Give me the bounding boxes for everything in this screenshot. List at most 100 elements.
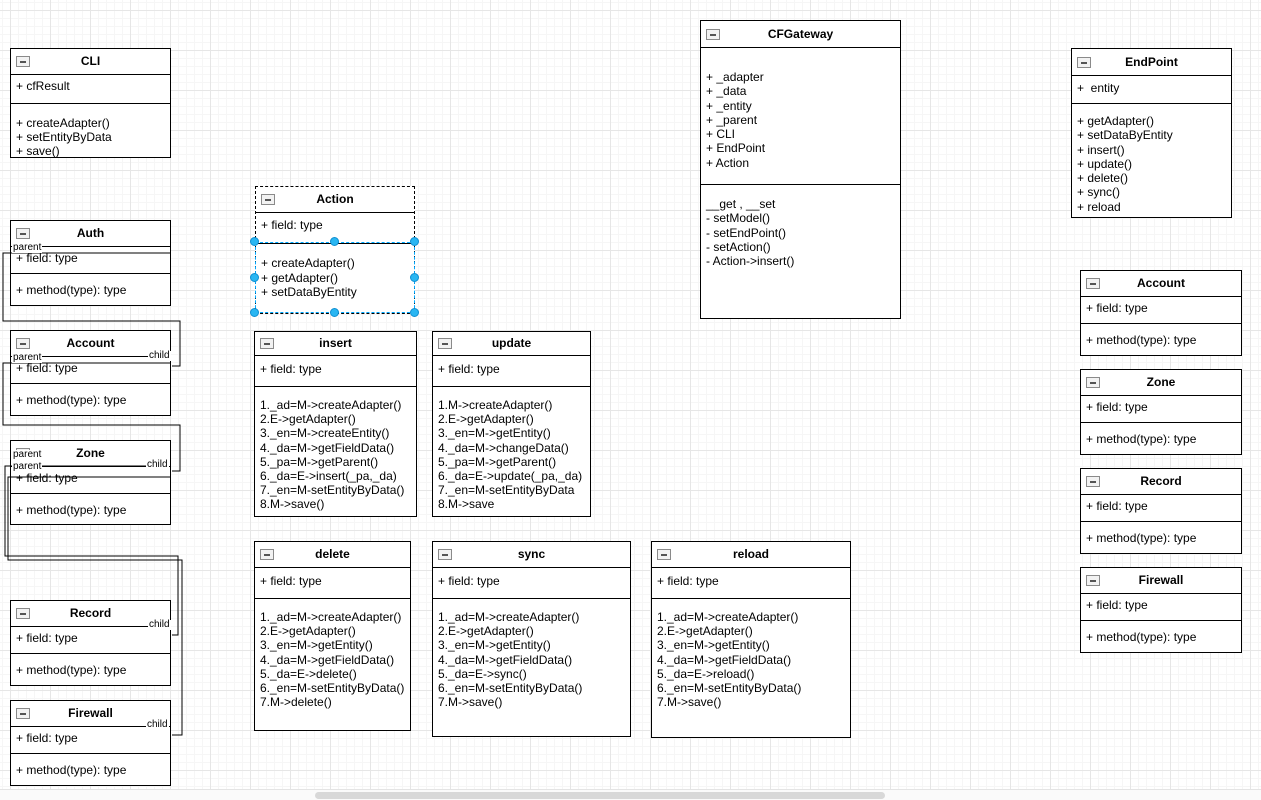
collapse-minus-icon[interactable] [1086, 377, 1100, 388]
collapse-minus-icon[interactable] [657, 549, 671, 560]
method-line: 5._da=E->sync() [438, 666, 527, 681]
collapse-minus-icon[interactable] [260, 549, 274, 560]
class-fields: + field: type [255, 568, 410, 598]
selection-handle[interactable] [410, 308, 419, 317]
method-line: + sync() [1077, 185, 1121, 200]
horizontal-scrollbar-track[interactable] [0, 789, 1261, 800]
method-line: 1.M->createAdapter() [438, 398, 553, 412]
uml-class-sync[interactable]: sync + field: type 1._ad=M->createAdapte… [432, 541, 631, 737]
uml-class-record-left[interactable]: Record + field: type + method(type): typ… [10, 600, 171, 686]
collapse-minus-icon[interactable] [260, 338, 274, 349]
selection-handle[interactable] [250, 308, 259, 317]
field-line: + field: type [16, 731, 78, 745]
collapse-minus-icon[interactable] [16, 338, 30, 349]
method-line: + setDataByEntity [261, 285, 357, 299]
uml-class-account-left[interactable]: Account + field: type + method(type): ty… [10, 330, 171, 416]
class-fields: + field: type [1081, 396, 1241, 422]
class-methods: + createAdapter()+ getAdapter()+ setData… [256, 243, 414, 313]
method-line: 5._da=E->reload() [657, 666, 755, 681]
method-line: + method(type): type [1086, 432, 1197, 446]
uml-class-endpoint[interactable]: EndPoint + entity + getAdapter()+ setDat… [1071, 48, 1232, 218]
field-line: + field: type [438, 362, 500, 376]
collapse-minus-icon[interactable] [1086, 476, 1100, 487]
field-line: + field: type [16, 471, 78, 485]
uml-class-auth[interactable]: Auth + field: type + method(type): type [10, 220, 171, 306]
selection-handle[interactable] [250, 237, 259, 246]
class-title-row: Record [1081, 469, 1241, 495]
class-title: update [491, 336, 532, 350]
uml-class-firewall-left[interactable]: Firewall + field: type + method(type): t… [10, 700, 171, 786]
method-line: 8.M->save [438, 497, 495, 512]
collapse-minus-icon[interactable] [16, 708, 30, 719]
method-line: 2.E->getAdapter() [657, 624, 753, 639]
class-fields: + field: type [255, 356, 416, 386]
collapse-minus-icon[interactable] [1077, 57, 1091, 68]
field-line: + field: type [260, 574, 322, 588]
collapse-minus-icon[interactable] [706, 29, 720, 40]
class-fields: + field: type [256, 213, 414, 243]
class-title-row: Firewall [1081, 568, 1241, 594]
uml-class-reload[interactable]: reload + field: type 1._ad=M->createAdap… [651, 541, 851, 738]
class-title-row: delete [255, 542, 410, 568]
method-line: + getAdapter() [261, 270, 339, 285]
uml-class-delete[interactable]: delete + field: type 1._ad=M->createAdap… [254, 541, 411, 731]
selection-outline[interactable] [255, 242, 415, 313]
selection-handle[interactable] [410, 237, 419, 246]
minus-glyph [442, 343, 448, 345]
collapse-minus-icon[interactable] [16, 228, 30, 239]
class-title-row: Auth [11, 221, 170, 247]
class-title-row: reload [652, 542, 850, 568]
edge-label-child: child [148, 350, 171, 361]
uml-class-insert[interactable]: insert + field: type 1._ad=M->createAdap… [254, 331, 417, 517]
uml-class-account-right[interactable]: Account + field: type + method(type): ty… [1080, 270, 1242, 356]
collapse-minus-icon[interactable] [261, 194, 275, 205]
minus-glyph [1090, 283, 1096, 285]
selection-handle[interactable] [250, 272, 259, 282]
class-title-row: Action [256, 187, 414, 213]
method-line: 3._en=M->getEntity() [260, 638, 373, 653]
field-line: + cfResult [16, 79, 70, 93]
field-line: + field: type [1086, 400, 1148, 414]
method-line: + method(type): type [1086, 333, 1197, 347]
minus-glyph [264, 554, 270, 556]
class-title: Firewall [1138, 573, 1184, 587]
collapse-minus-icon[interactable] [16, 56, 30, 67]
collapse-minus-icon[interactable] [438, 338, 452, 349]
uml-class-record-right[interactable]: Record + field: type + method(type): typ… [1080, 468, 1242, 554]
minus-glyph [442, 554, 448, 556]
uml-class-cli[interactable]: CLI + cfResult + createAdapter()+ setEnt… [10, 48, 171, 158]
selection-handle[interactable] [410, 272, 419, 282]
uml-class-cfgateway[interactable]: CFGateway + _adapter+ _data+ _entity+ _p… [700, 20, 901, 319]
edge-label-child: child [146, 459, 169, 470]
uml-class-zone-right[interactable]: Zone + field: type + method(type): type [1080, 369, 1242, 455]
class-methods: 1._ad=M->createAdapter()2.E->getAdapter(… [433, 598, 630, 736]
class-methods: __get , __set- setModel()- setEndPoint()… [701, 184, 900, 318]
method-line: + method(type): type [16, 663, 127, 677]
selection-handle[interactable] [330, 308, 339, 317]
collapse-minus-icon[interactable] [16, 608, 30, 619]
class-methods: + method(type): type [1081, 323, 1241, 355]
minus-glyph [20, 613, 26, 615]
class-methods: + getAdapter()+ setDataByEntity+ insert(… [1072, 103, 1231, 217]
collapse-minus-icon[interactable] [1086, 278, 1100, 289]
method-line: 3._en=M->createEntity() [260, 426, 390, 441]
selection-handle[interactable] [330, 237, 339, 246]
class-fields: + entity [1072, 76, 1231, 103]
class-fields: + field: type [652, 568, 850, 598]
uml-class-firewall-right[interactable]: Firewall + field: type + method(type): t… [1080, 567, 1242, 653]
minus-glyph [661, 554, 667, 556]
minus-glyph [1090, 580, 1096, 582]
method-line: + method(type): type [16, 283, 127, 297]
field-line: + field: type [1086, 499, 1148, 513]
class-methods: + method(type): type [11, 273, 170, 305]
collapse-minus-icon[interactable] [1086, 575, 1100, 586]
class-fields: + field: type [433, 356, 590, 386]
method-line: + method(type): type [16, 763, 127, 777]
method-line: + method(type): type [1086, 531, 1197, 545]
horizontal-scrollbar-thumb[interactable] [315, 792, 885, 799]
class-title-row: Zone [1081, 370, 1241, 396]
collapse-minus-icon[interactable] [438, 549, 452, 560]
method-line: 1._ad=M->createAdapter() [438, 610, 580, 624]
uml-class-update[interactable]: update + field: type 1.M->createAdapter(… [432, 331, 591, 517]
